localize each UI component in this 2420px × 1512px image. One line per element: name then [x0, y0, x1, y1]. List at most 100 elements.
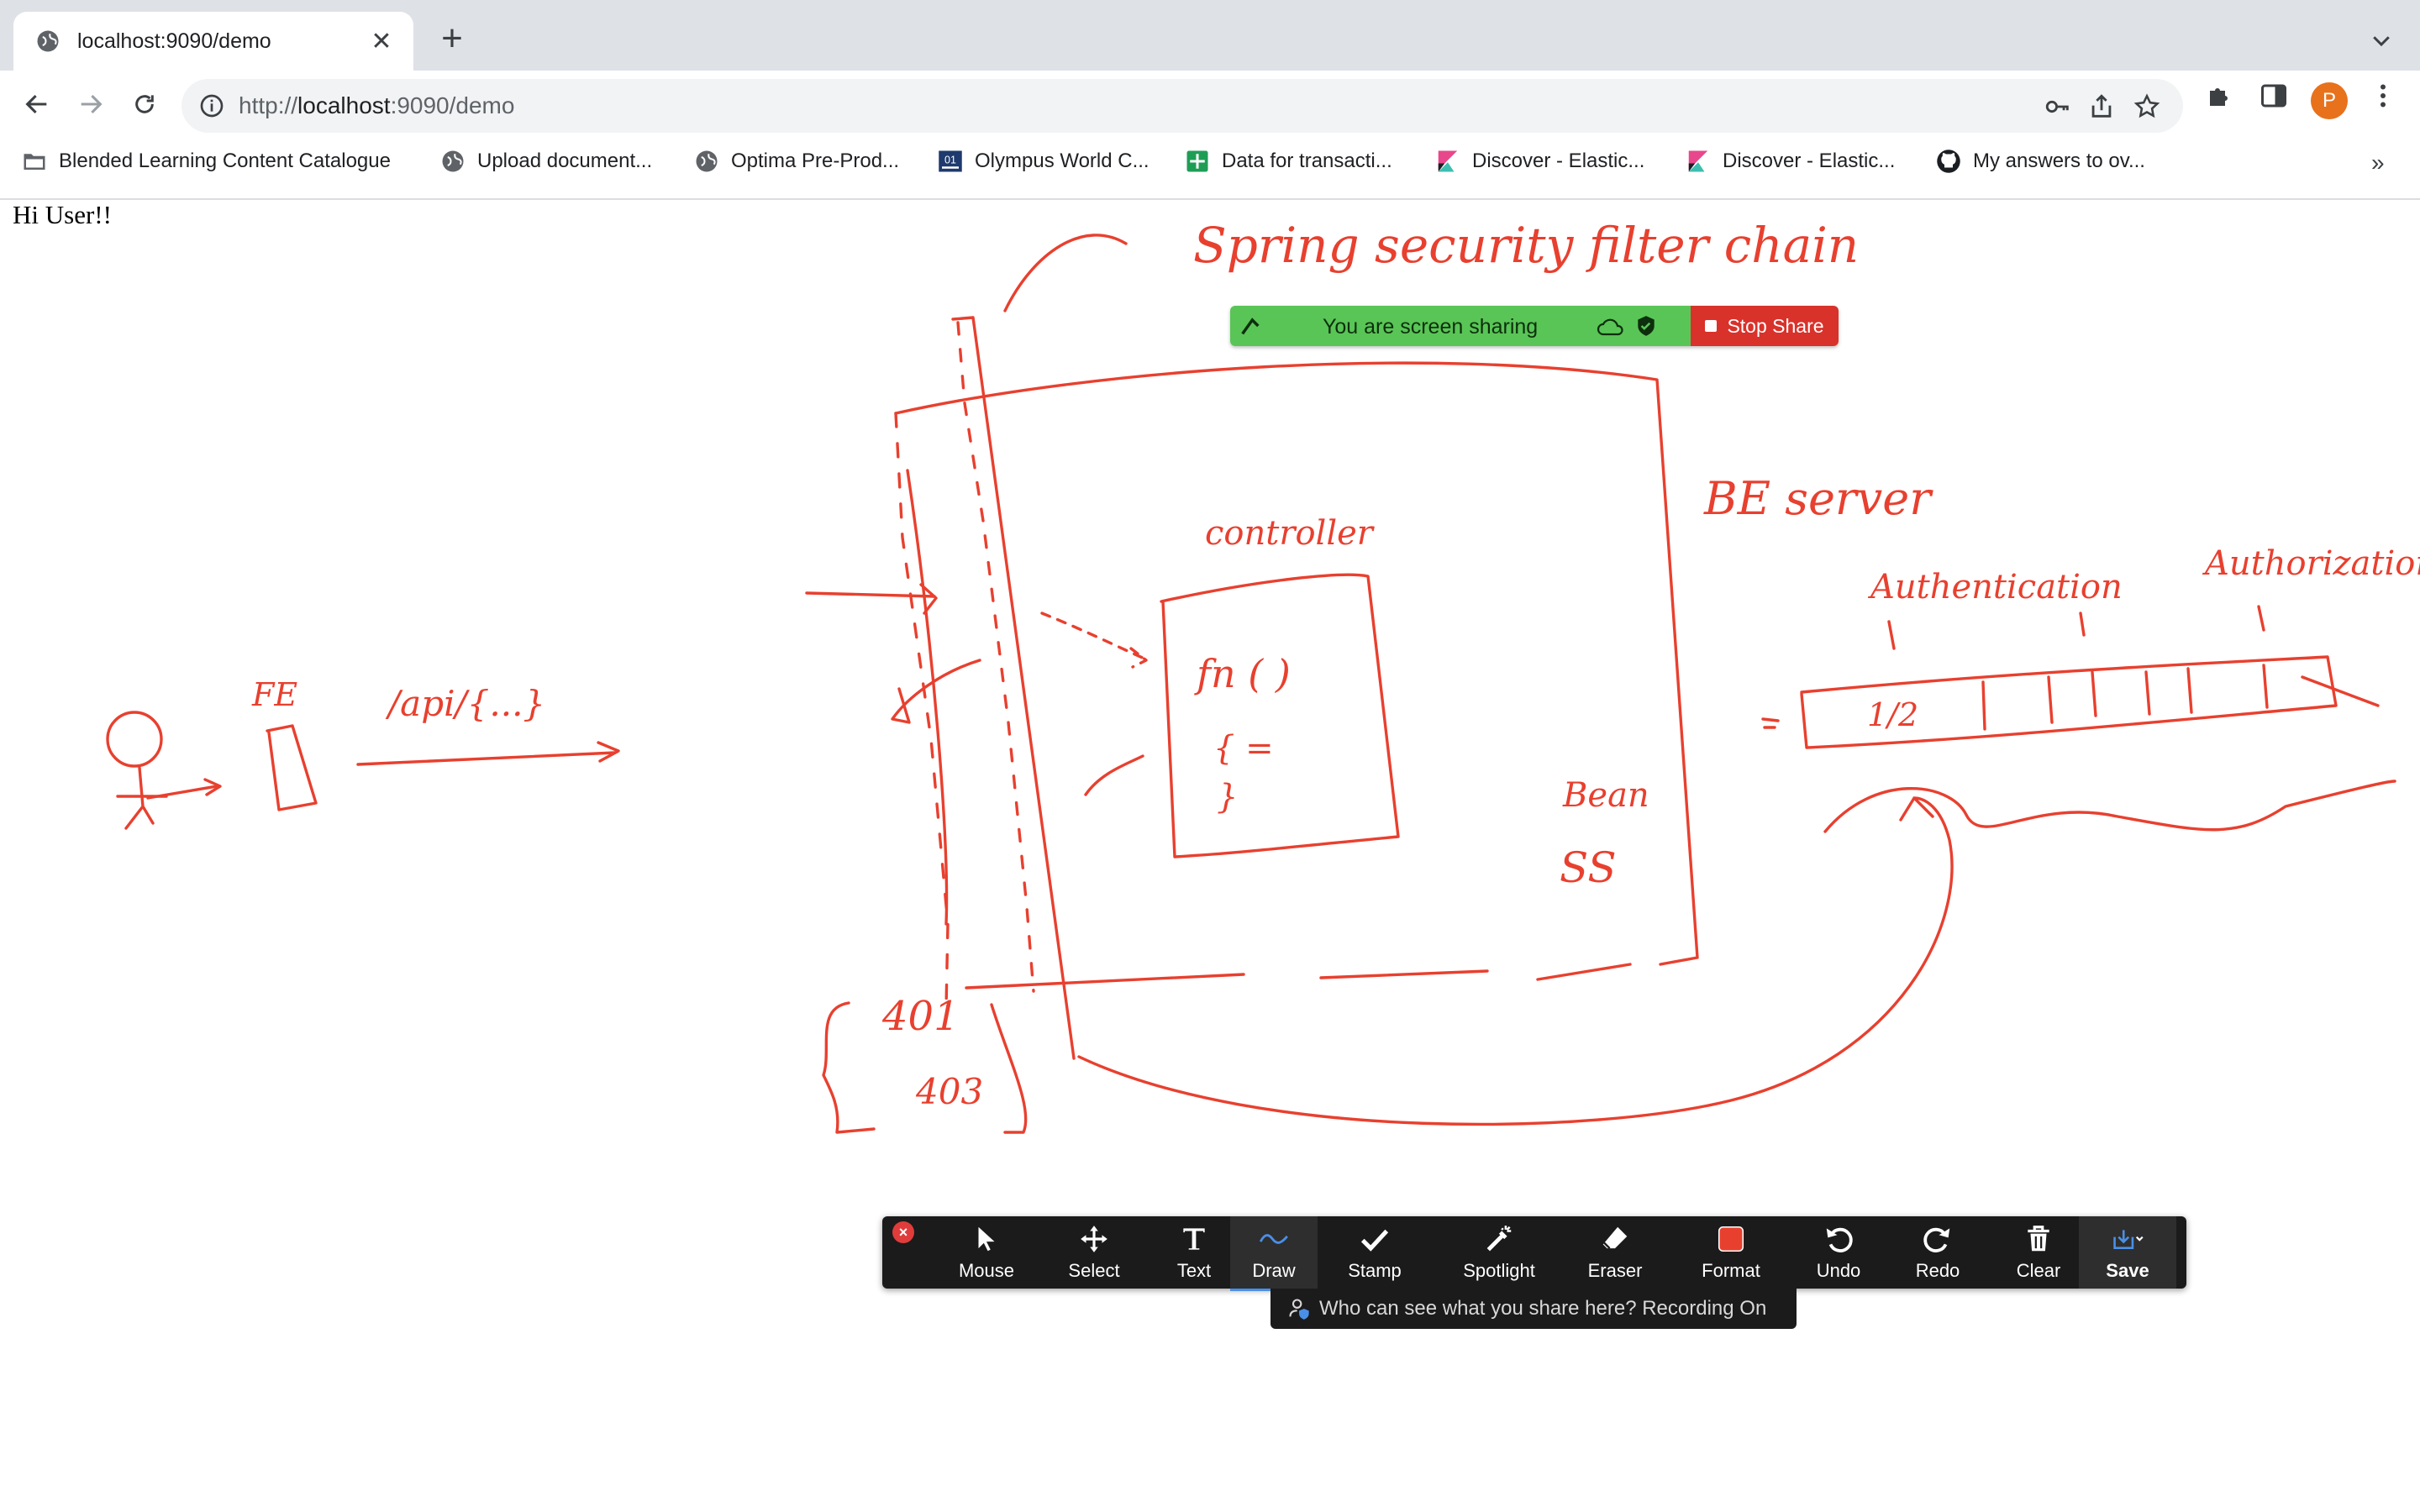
tool-mouse[interactable]: Mouse: [933, 1216, 1040, 1289]
stop-share-button[interactable]: Stop Share: [1691, 306, 1839, 346]
fe-box: [266, 724, 318, 811]
filter-chain-strip: [1800, 655, 2338, 749]
back-arrow-icon: [25, 94, 47, 114]
reload-button[interactable]: [124, 84, 165, 124]
stop-share-label: Stop Share: [1727, 314, 1824, 337]
bean-label: Bean: [1562, 776, 1649, 815]
address-bar[interactable]: http://localhost:9090/demo: [182, 79, 2183, 133]
bookmark-item[interactable]: Optima Pre-Prod...: [694, 144, 899, 178]
filter-chain-dividers: [1981, 664, 2380, 731]
tool-text[interactable]: Text: [1148, 1216, 1240, 1289]
key-icon[interactable]: [2044, 92, 2072, 121]
filter-left-dashes: [894, 412, 950, 1010]
undo-icon: [1826, 1227, 1853, 1252]
authentication-label: Authentication: [1867, 568, 2123, 606]
be-server-label: BE server: [1703, 472, 1933, 525]
share-icon[interactable]: [2087, 92, 2116, 121]
site-info-icon[interactable]: [198, 92, 225, 119]
bookmark-star-icon[interactable]: [2133, 92, 2161, 121]
back-button[interactable]: [17, 84, 57, 124]
greeting-text: Hi User!!: [13, 200, 112, 229]
recording-info-text: Who can see what you share here? Recordi…: [1319, 1297, 1767, 1320]
bookmark-item[interactable]: Discover - Elastic...: [1435, 144, 1644, 178]
recording-info-bar[interactable]: Who can see what you share here? Recordi…: [1270, 1289, 1797, 1329]
browser-tab[interactable]: localhost:9090/demo ✕: [13, 12, 413, 71]
tool-undo[interactable]: Undo: [1788, 1216, 1889, 1289]
close-tab-icon[interactable]: ✕: [371, 27, 392, 55]
controller-box: [1160, 573, 1400, 858]
fe-label: FE: [251, 676, 297, 713]
profile-avatar[interactable]: P: [2311, 82, 2348, 119]
cloud-recording-icon: [1597, 318, 1623, 336]
tool-redo[interactable]: Redo: [1887, 1216, 1988, 1289]
share-status-text: You are screen sharing: [1323, 315, 1539, 339]
bookmark-item[interactable]: 01 Olympus World C...: [938, 144, 1150, 178]
user-body: [116, 766, 168, 830]
server-box-bottom: [965, 963, 1632, 990]
label-ticks: [1887, 605, 2265, 650]
folder-icon: [24, 154, 45, 170]
redo-icon: [1923, 1227, 1950, 1252]
text-icon: [1183, 1228, 1205, 1250]
tab-strip: localhost:9090/demo ✕ +: [0, 0, 2420, 71]
forward-button[interactable]: [71, 84, 111, 124]
format-color-icon: [1718, 1226, 1744, 1252]
annotation-toolbar: × Mouse Select Text Draw Stamp Spotlight…: [882, 1216, 2186, 1291]
tab-title: localhost:9090/demo: [77, 29, 271, 53]
browser-toolbar: http://localhost:9090/demo: [0, 71, 2420, 200]
more-bookmarks-chevron-icon[interactable]: »: [2371, 150, 2385, 176]
fn-label: fn ( ): [1194, 651, 1291, 696]
stop-square-icon: [1705, 320, 1718, 332]
tool-stamp[interactable]: Stamp: [1321, 1216, 1428, 1289]
new-tab-button[interactable]: +: [441, 18, 463, 59]
tool-select[interactable]: Select: [1040, 1216, 1148, 1289]
user-head: [106, 711, 163, 768]
sheets-icon: [1186, 150, 1208, 172]
menu-kebab-icon[interactable]: [2368, 81, 2398, 111]
tool-spotlight[interactable]: Spotlight: [1437, 1216, 1561, 1289]
bookmark-item[interactable]: Upload document...: [440, 144, 652, 178]
drag-handle-icon[interactable]: [1239, 314, 1262, 338]
filter-column: [951, 316, 1076, 1060]
tool-eraser[interactable]: Eraser: [1561, 1216, 1669, 1289]
trash-icon: [2028, 1226, 2049, 1252]
shield-check-icon: [1638, 316, 1655, 336]
tool-format[interactable]: Format: [1677, 1216, 1785, 1289]
stamp-check-icon: [1360, 1229, 1389, 1252]
draw-icon: [1259, 1234, 1288, 1244]
pointer-curve: [1003, 234, 1128, 312]
side-panel-icon[interactable]: [2259, 81, 2289, 111]
brace-open-label: { =: [1213, 729, 1274, 768]
ss-label: SS: [1560, 843, 1617, 892]
github-icon: [1937, 150, 1960, 173]
brace-close-label: }: [1217, 778, 1238, 816]
tool-clear[interactable]: Clear: [1988, 1216, 2089, 1289]
bookmark-item[interactable]: Data for transacti...: [1185, 144, 1392, 178]
api-arrow: [356, 741, 620, 766]
close-annotation-icon[interactable]: ×: [892, 1221, 914, 1243]
url-text: http://localhost:9090/demo: [239, 92, 515, 118]
tool-save[interactable]: Save: [2079, 1216, 2176, 1289]
bookmark-item[interactable]: My answers to ov...: [1936, 144, 2145, 178]
error-403-label: 403: [915, 1071, 983, 1112]
bookmark-item[interactable]: Blended Learning Content Catalogue: [22, 144, 391, 178]
bookmark-item[interactable]: Discover - Elastic...: [1686, 144, 1895, 178]
bookmarks-bar: Blended Learning Content Catalogue Uploa…: [0, 138, 2420, 195]
olympus-icon: 01: [939, 150, 962, 172]
share-status[interactable]: You are screen sharing: [1230, 306, 1691, 346]
tab-search-chevron-icon[interactable]: [2366, 25, 2396, 55]
tool-draw[interactable]: Draw: [1230, 1216, 1318, 1291]
globe-icon: [696, 150, 718, 172]
screen-share-banner: You are screen sharing Stop Share: [1230, 306, 1839, 346]
chain-entry-mark: [1761, 717, 1780, 729]
user-arrow: [146, 778, 222, 800]
svg-text:01: 01: [944, 155, 956, 166]
chain-brace: [1823, 780, 2396, 833]
server-box: [894, 361, 1699, 966]
reload-icon: [135, 95, 154, 113]
participant-shield-icon: [1289, 1299, 1309, 1320]
filter-dashes: [956, 321, 1035, 993]
return-scribble: [1084, 754, 1144, 796]
extensions-puzzle-icon[interactable]: [2205, 81, 2235, 111]
kibana-icon: [1688, 150, 1708, 172]
